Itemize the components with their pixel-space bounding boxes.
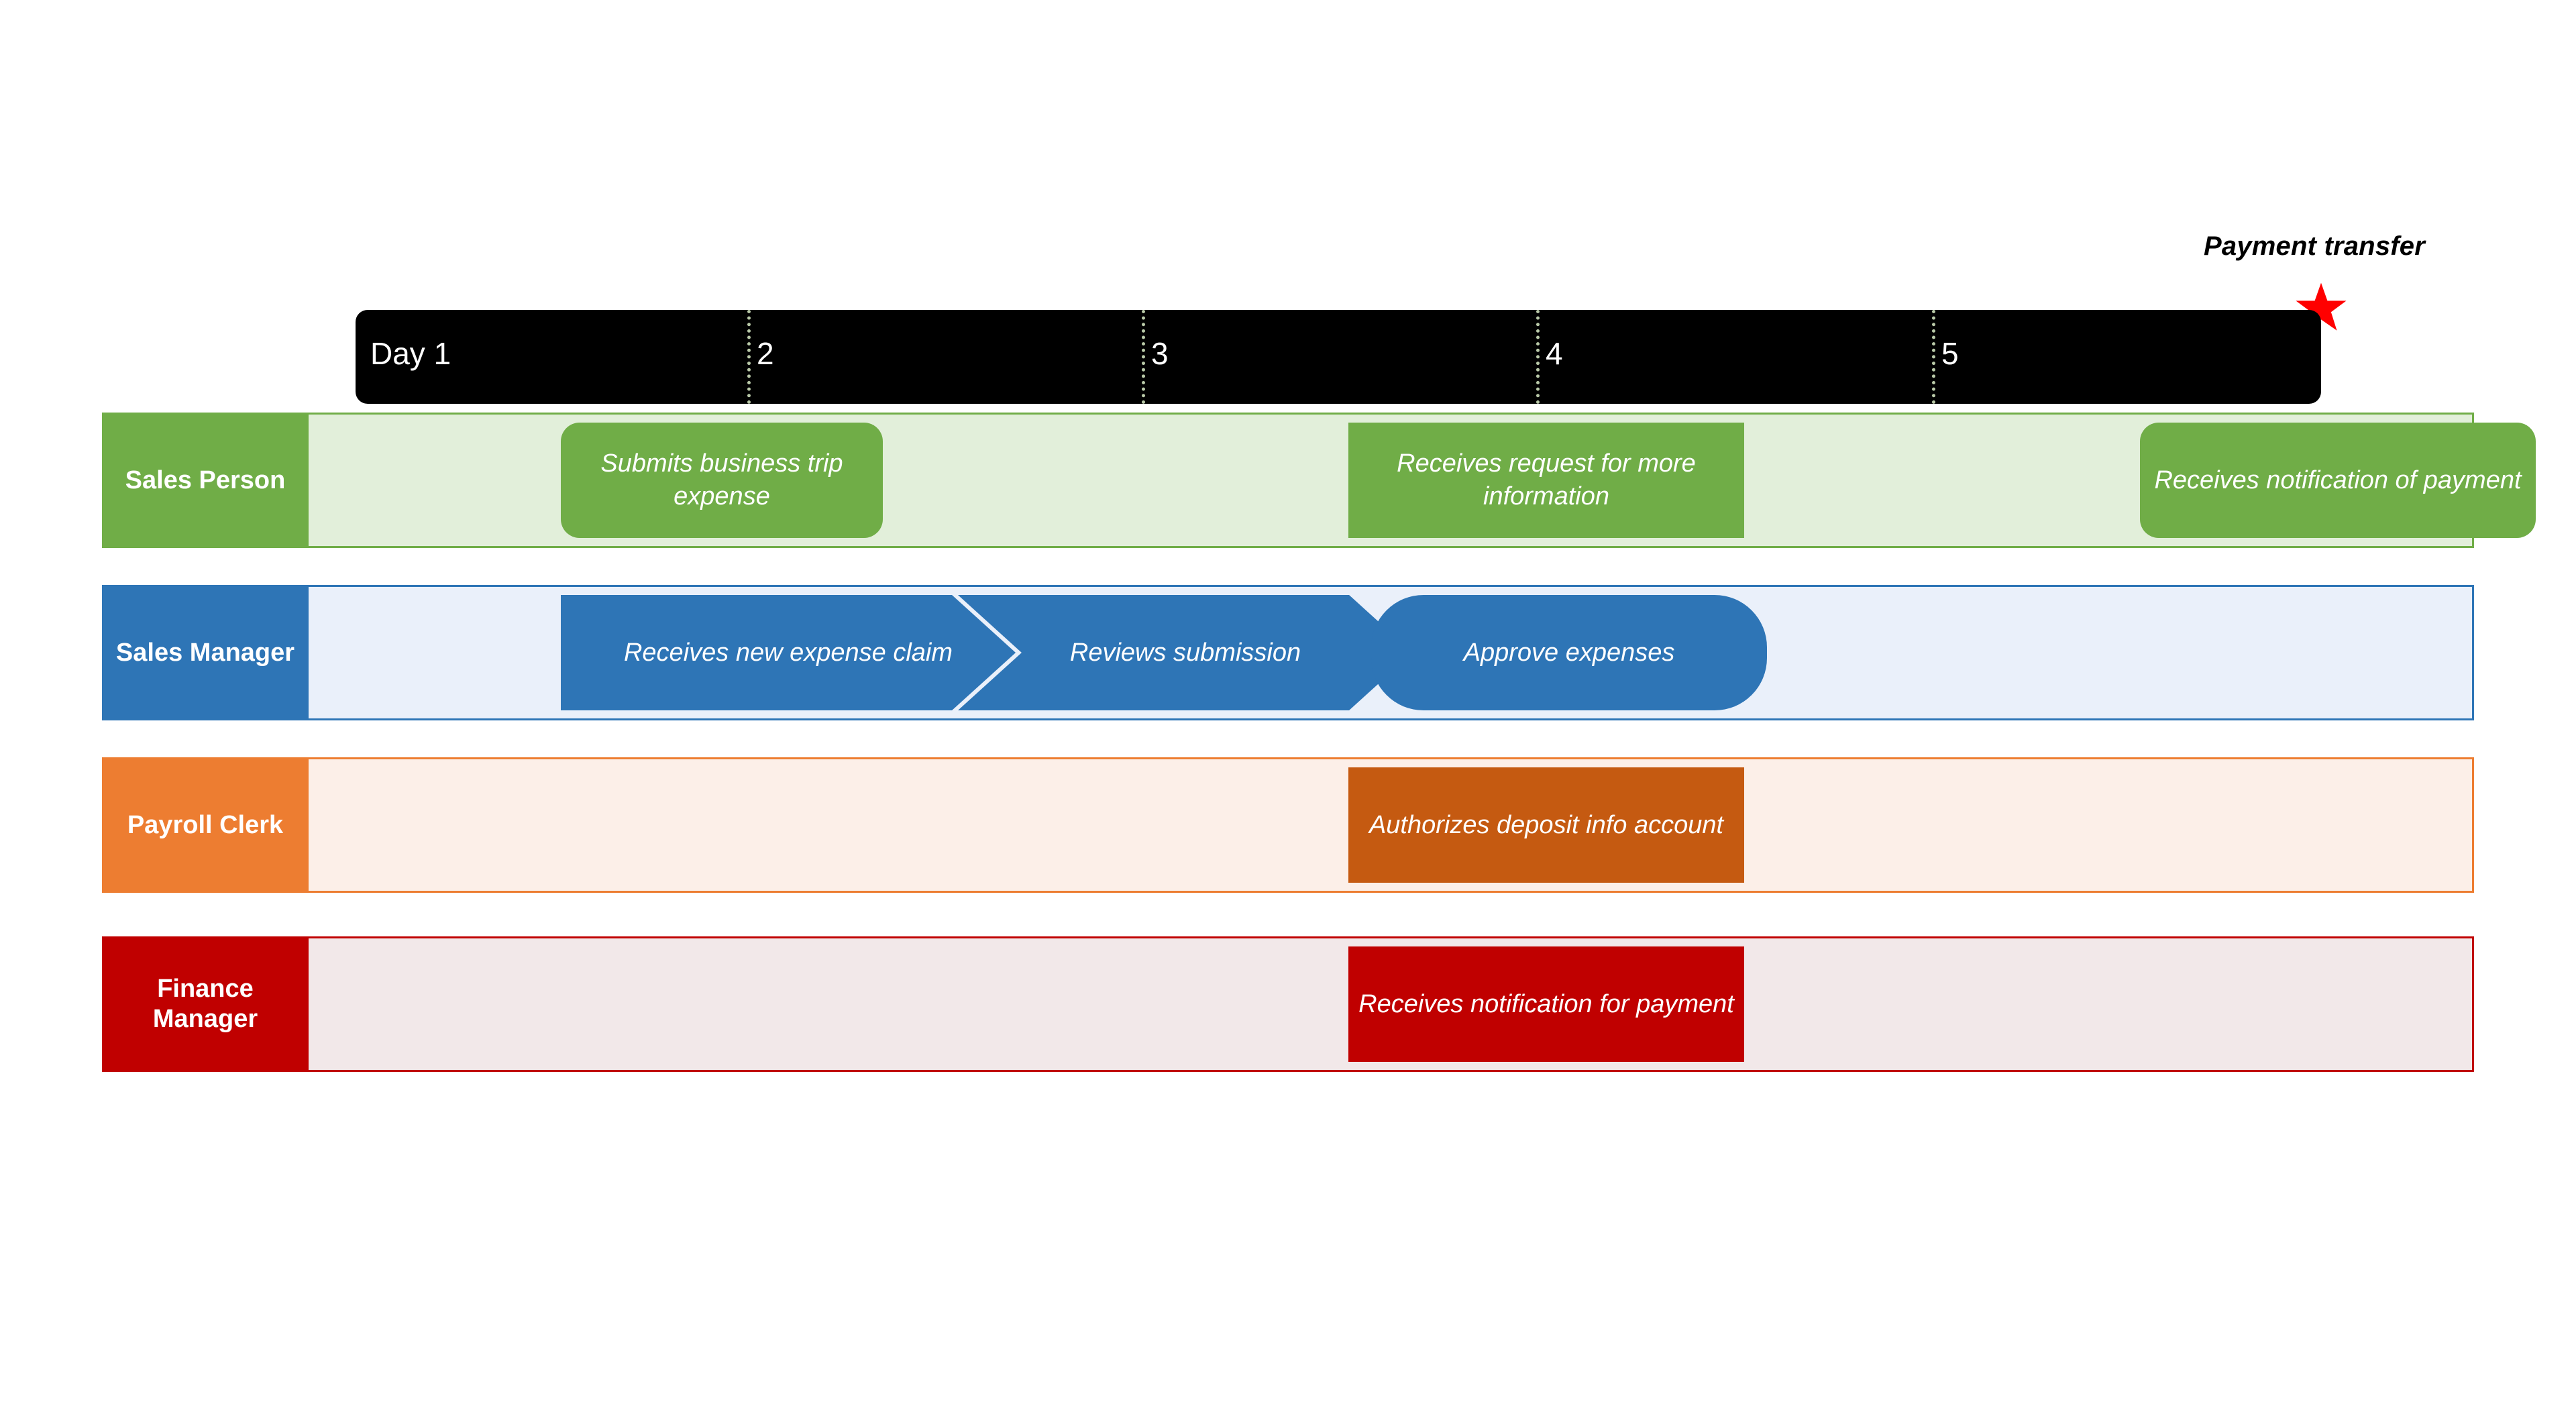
- lane-header-finance-manager[interactable]: Finance Manager: [102, 936, 309, 1072]
- task-label: Authorizes deposit info account: [1368, 810, 1724, 839]
- star-icon: [2296, 282, 2347, 331]
- swimlane-payroll-clerk: Payroll Clerk Authorizes deposit info acc…: [102, 757, 2474, 893]
- task-box[interactable]: Submits business trip expense: [561, 423, 883, 538]
- lane-body-payroll-clerk: Authorizes deposit info account: [309, 757, 2474, 893]
- task-box[interactable]: Receives request for more information: [1348, 423, 1744, 538]
- task-label: Receives new expense claim: [623, 638, 953, 667]
- timeline-tick-divider: [1536, 310, 1540, 404]
- task-box[interactable]: Authorizes deposit info account: [1348, 767, 1744, 883]
- lane-body-sales-person: Submits business trip expense Receives re…: [309, 413, 2536, 548]
- task-box[interactable]: Reviews submission: [958, 595, 1413, 710]
- task-label: Approve expenses: [1463, 638, 1675, 667]
- task-label: Receives request for more information: [1397, 449, 1696, 510]
- task-label: Receives notification of payment: [2154, 466, 2522, 494]
- task-label: Receives notification for payment: [1358, 989, 1734, 1018]
- lane-body-sales-manager: Receives new expense claim Reviews submis…: [309, 585, 2474, 720]
- lane-header-sales-manager[interactable]: Sales Manager: [102, 585, 309, 720]
- timeline-tick-label: Day 1: [370, 336, 451, 371]
- timeline-bar: Day 1 2 3 4 5: [356, 310, 2321, 404]
- lane-header-sales-person[interactable]: Sales Person: [102, 413, 309, 548]
- timeline-tick-label: 4: [1546, 336, 1563, 371]
- timeline-tick-label: 3: [1151, 336, 1169, 371]
- task-box[interactable]: Receives notification for payment: [1348, 946, 1744, 1062]
- task-label: Submits business trip expense: [600, 449, 843, 510]
- milestone-label: Payment transfer: [2204, 231, 2425, 261]
- lane-body-finance-manager: Receives notification for payment: [309, 936, 2474, 1072]
- task-box[interactable]: Receives new expense claim: [561, 595, 1016, 710]
- task-box[interactable]: Approve expenses: [1371, 595, 1767, 710]
- timeline-tick-divider: [747, 310, 751, 404]
- timeline-tick-divider: [1932, 310, 1935, 404]
- lane-header-payroll-clerk[interactable]: Payroll Clerk: [102, 757, 309, 893]
- timeline-tick-label: 2: [757, 336, 774, 371]
- timeline-tick-label: 5: [1941, 336, 1959, 371]
- timeline-tick-divider: [1142, 310, 1145, 404]
- task-label: Reviews submission: [1069, 638, 1301, 667]
- swimlane-finance-manager: Finance Manager Receives notification for…: [102, 936, 2474, 1072]
- task-box[interactable]: Receives notification of payment: [2140, 423, 2536, 538]
